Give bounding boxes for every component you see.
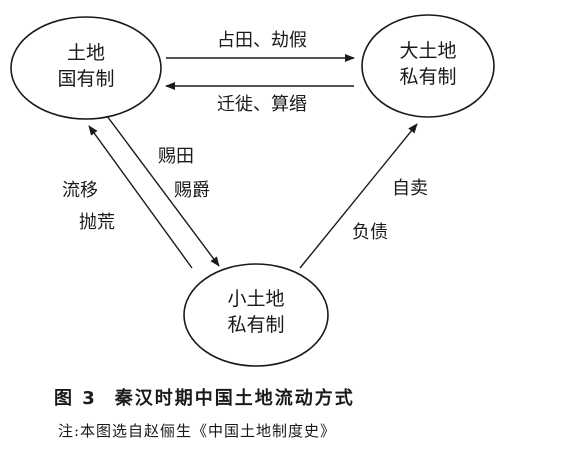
node-small-ellipse [183,263,329,367]
label-large-to-state: 迁徙、算缗 [217,94,307,115]
node-large-line1: 大土地 [399,40,456,62]
label-small-to-state-1: 流移 [62,180,98,201]
figure-title: 秦汉时期中国土地流动方式 [114,388,355,409]
land-flow-diagram: 土地 国有制 大土地 私有制 小土地 私有制 占田、劫假 迁徙、算缗 赐田 赐爵… [10,14,495,367]
node-large-line2: 私有制 [399,66,456,88]
node-small-line2: 私有制 [227,314,284,336]
label-small-to-state-2: 抛荒 [79,212,115,233]
node-large-private-ownership: 大土地 私有制 [361,14,495,118]
label-state-to-large: 占田、劫假 [217,30,307,51]
arrow-small-to-state [88,125,193,269]
label-small-to-large-1: 自卖 [392,178,428,199]
label-state-to-small-2: 赐爵 [174,180,210,201]
node-small-private-ownership: 小土地 私有制 [183,263,329,367]
node-state-ownership: 土地 国有制 [10,16,162,120]
figure-label: 图 3 [54,388,97,409]
node-state-ellipse [10,16,162,120]
figure-note: 注:本图选自赵俪生《中国土地制度史》 [58,422,337,440]
arrow-small-to-large [299,123,418,269]
node-state-line1: 土地 [67,42,105,64]
node-small-line1: 小土地 [227,288,284,310]
node-state-line2: 国有制 [57,68,114,90]
label-state-to-small-1: 赐田 [158,146,194,167]
arrow-state-to-small [106,115,220,267]
node-large-ellipse [361,14,495,118]
figure-caption: 图 3 秦汉时期中国土地流动方式 [54,384,554,410]
label-small-to-large-2: 负债 [352,222,388,243]
